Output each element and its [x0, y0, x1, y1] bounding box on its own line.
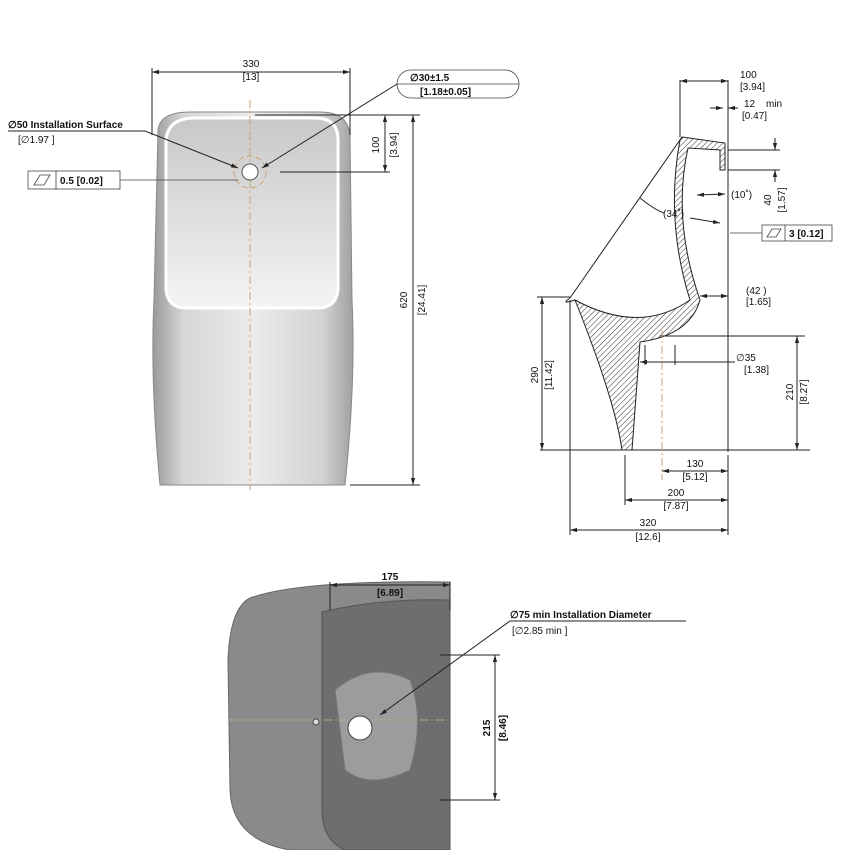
- gap-in: [0.47]: [742, 111, 767, 122]
- hole-from-top-mm: 100: [371, 136, 382, 153]
- urinal-bowl-recess: [164, 116, 340, 310]
- flatness-tolerance-front: 0.5 [0.02]: [27, 170, 238, 190]
- dim-320-in: [12.6]: [635, 532, 660, 543]
- hole-diameter-mm: ∅30±1.5: [410, 73, 450, 84]
- dim-200-mm: 200: [668, 488, 685, 499]
- dim-130-in: [5.12]: [682, 472, 707, 483]
- rim-height-in: [1.57]: [777, 187, 788, 212]
- height-210-mm: 210: [785, 383, 796, 400]
- height-290-mm: 290: [530, 366, 541, 383]
- bottom-height-in: [8.46]: [498, 715, 509, 741]
- side-depth-top-in: [3.94]: [740, 82, 765, 93]
- side-depth-top-mm: 100: [740, 70, 757, 81]
- outlet-mm: ∅35: [736, 353, 756, 364]
- gap-mm: 12: [744, 99, 756, 110]
- install-surface-in: [∅1.97 ]: [18, 135, 55, 146]
- front-width-mm: 330: [243, 59, 260, 70]
- height-290-in: [11.42]: [544, 360, 555, 390]
- height-210-in: [8.27]: [799, 379, 810, 404]
- outlet-in: [1.38]: [744, 365, 769, 376]
- install-diameter-in: [∅2.85 min ]: [512, 626, 568, 637]
- svg-text:3 [0.12]: 3 [0.12]: [789, 229, 823, 240]
- install-diameter-label: ∅75 min Installation Diameter: [510, 610, 652, 621]
- bottom-view: 175 [6.89] ∅75 min Installation Diameter…: [227, 572, 686, 850]
- hole-from-top-in: [3.94]: [389, 132, 400, 157]
- angle-34: (34˚): [663, 208, 684, 220]
- dim-42-mm: (42 ): [746, 286, 767, 297]
- front-height-mm: 620: [399, 291, 410, 308]
- front-height-in: [24.41]: [417, 284, 428, 315]
- hole-diameter-in: [1.18±0.05]: [420, 87, 471, 98]
- outlet-hole: [347, 715, 373, 741]
- bottom-width-in: [6.89]: [377, 588, 403, 599]
- install-surface-label: ∅50 Installation Surface: [8, 120, 123, 131]
- flatness-icon: [766, 228, 782, 238]
- side-view: 100 [3.94] 12 min [0.47] 40 [1.57] (10˚)…: [530, 70, 833, 543]
- angle-10: (10˚): [731, 189, 752, 201]
- bowl-outlet-area: [334, 671, 418, 781]
- flatness-tolerance-side: 3 [0.12]: [730, 224, 833, 242]
- install-surface-circle: [233, 155, 267, 189]
- urinal-section-profile: [574, 136, 726, 451]
- flatness-icon: [33, 174, 51, 186]
- bottom-width-mm: 175: [382, 572, 399, 583]
- front-view: 330 [13] ∅30±1.5 [1.18±0.05] ∅50 Install…: [8, 59, 520, 490]
- dim-200-in: [7.87]: [663, 501, 688, 512]
- rim-height-mm: 40: [763, 194, 774, 206]
- svg-text:0.5 [0.02]: 0.5 [0.02]: [60, 176, 103, 187]
- bottom-height-mm: 215: [482, 719, 493, 736]
- hole-circle: [241, 163, 259, 181]
- fixing-hole: [312, 718, 320, 726]
- front-width-in: [13]: [243, 72, 260, 83]
- dim-320-mm: 320: [640, 518, 657, 529]
- dim-130-mm: 130: [687, 459, 704, 470]
- gap-min: min: [766, 99, 782, 110]
- dim-42-in: [1.65]: [746, 297, 771, 308]
